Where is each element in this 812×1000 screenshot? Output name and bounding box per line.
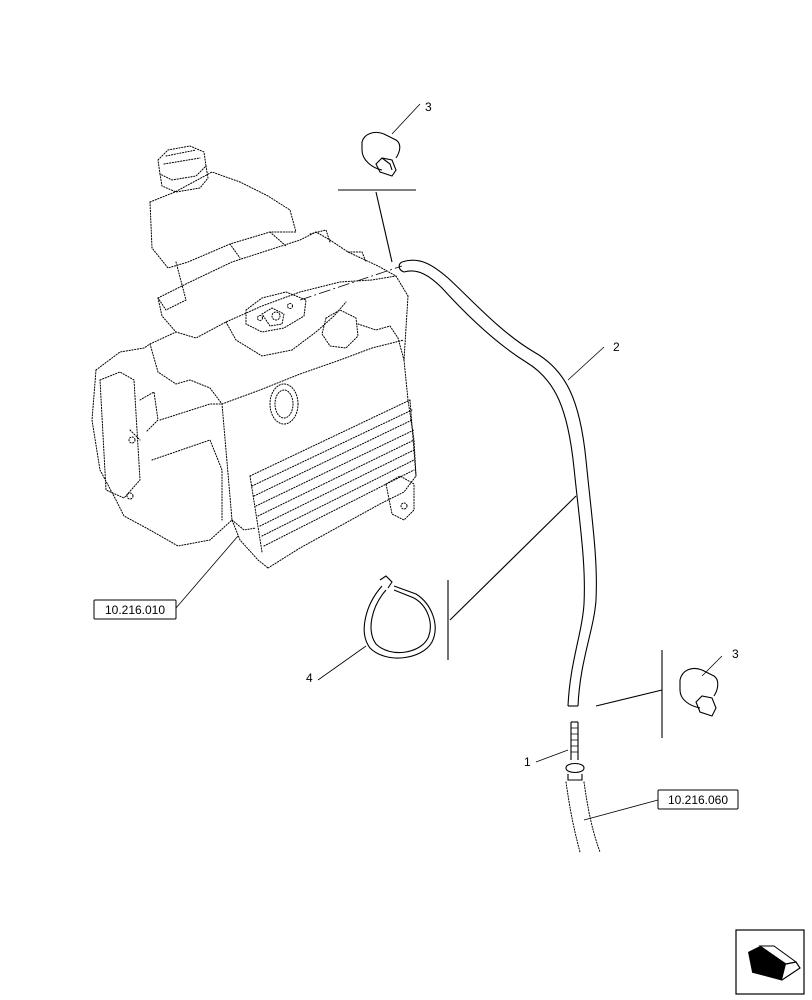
- callout-2[interactable]: 2: [613, 340, 620, 354]
- reference-hose[interactable]: 10.216.060: [657, 789, 739, 810]
- reference-tank[interactable]: 10.216.010: [93, 599, 177, 620]
- strap-4: [363, 575, 436, 659]
- leader-lines: [175, 103, 723, 821]
- fuel-tank-assembly: [91, 145, 417, 569]
- callout-3-bottom[interactable]: 3: [732, 647, 739, 661]
- callout-4[interactable]: 4: [306, 671, 313, 685]
- hose-clamp-3-bottom: [679, 667, 719, 717]
- pipe-2: [398, 259, 597, 707]
- callout-1[interactable]: 1: [524, 755, 531, 769]
- callout-3-top[interactable]: 3: [425, 100, 432, 114]
- reference-tank-label: 10.216.010: [105, 603, 165, 617]
- hose-clamp-3-top: [361, 131, 401, 177]
- reference-hose-label: 10.216.060: [668, 793, 728, 807]
- arrow-navigation-icon[interactable]: [735, 929, 805, 995]
- break-marks: [338, 189, 663, 738]
- hose-continuation: [565, 781, 601, 853]
- connector-1: [565, 721, 585, 781]
- alignment-line: [299, 265, 403, 301]
